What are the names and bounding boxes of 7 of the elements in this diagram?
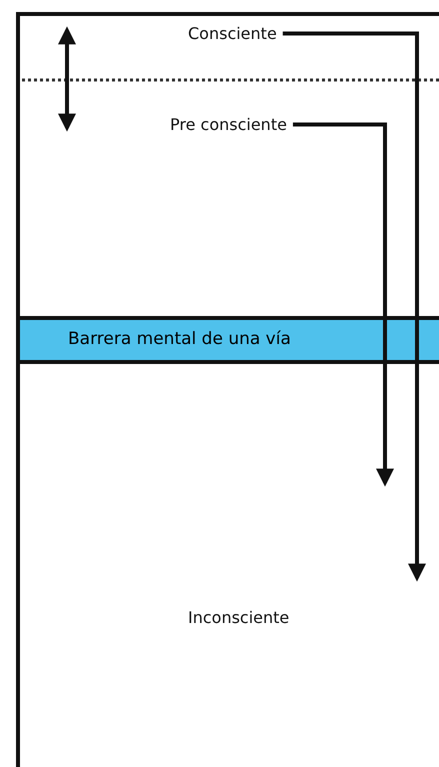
label-text: Inconsciente xyxy=(188,608,290,627)
label-text: Pre consciente xyxy=(170,115,287,134)
arrow xyxy=(292,122,394,487)
barrier-band xyxy=(20,316,439,364)
band-label: Barrera mental de una vía xyxy=(68,329,291,349)
label-text: Consciente xyxy=(188,24,277,43)
arrow xyxy=(282,32,426,582)
